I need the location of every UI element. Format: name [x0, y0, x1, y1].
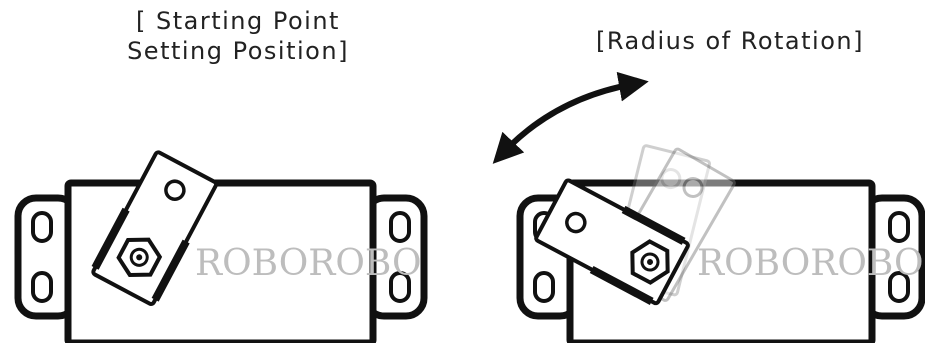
right-servo: ROBOROBO	[516, 144, 925, 343]
left-servo-mount-hole	[389, 211, 411, 243]
starting-point-caption: [ Starting Point Setting Position]	[98, 6, 378, 66]
left-servo: ROBOROBO	[14, 150, 428, 343]
left-servo-mount-hole	[31, 211, 53, 243]
left-servo-brand-logo: ROBOROBO	[195, 243, 422, 284]
right-servo-brand-logo: ROBOROBO	[697, 243, 924, 284]
right-servo-mount-hole	[533, 271, 555, 303]
left-servo-mount-hole	[31, 271, 53, 303]
starting-point-caption-line2: Setting Position]	[127, 37, 349, 65]
rotation-arrow	[492, 71, 649, 164]
radius-of-rotation-caption: [Radius of Rotation]	[596, 27, 864, 55]
starting-point-caption-line1: [ Starting Point	[136, 7, 340, 35]
right-servo-mount-hole	[888, 211, 910, 243]
left-servo-horn	[91, 150, 219, 307]
left-servo-mount-hole	[389, 271, 411, 303]
right-servo-mount-hole	[888, 271, 910, 303]
right-servo-horn	[534, 178, 690, 306]
